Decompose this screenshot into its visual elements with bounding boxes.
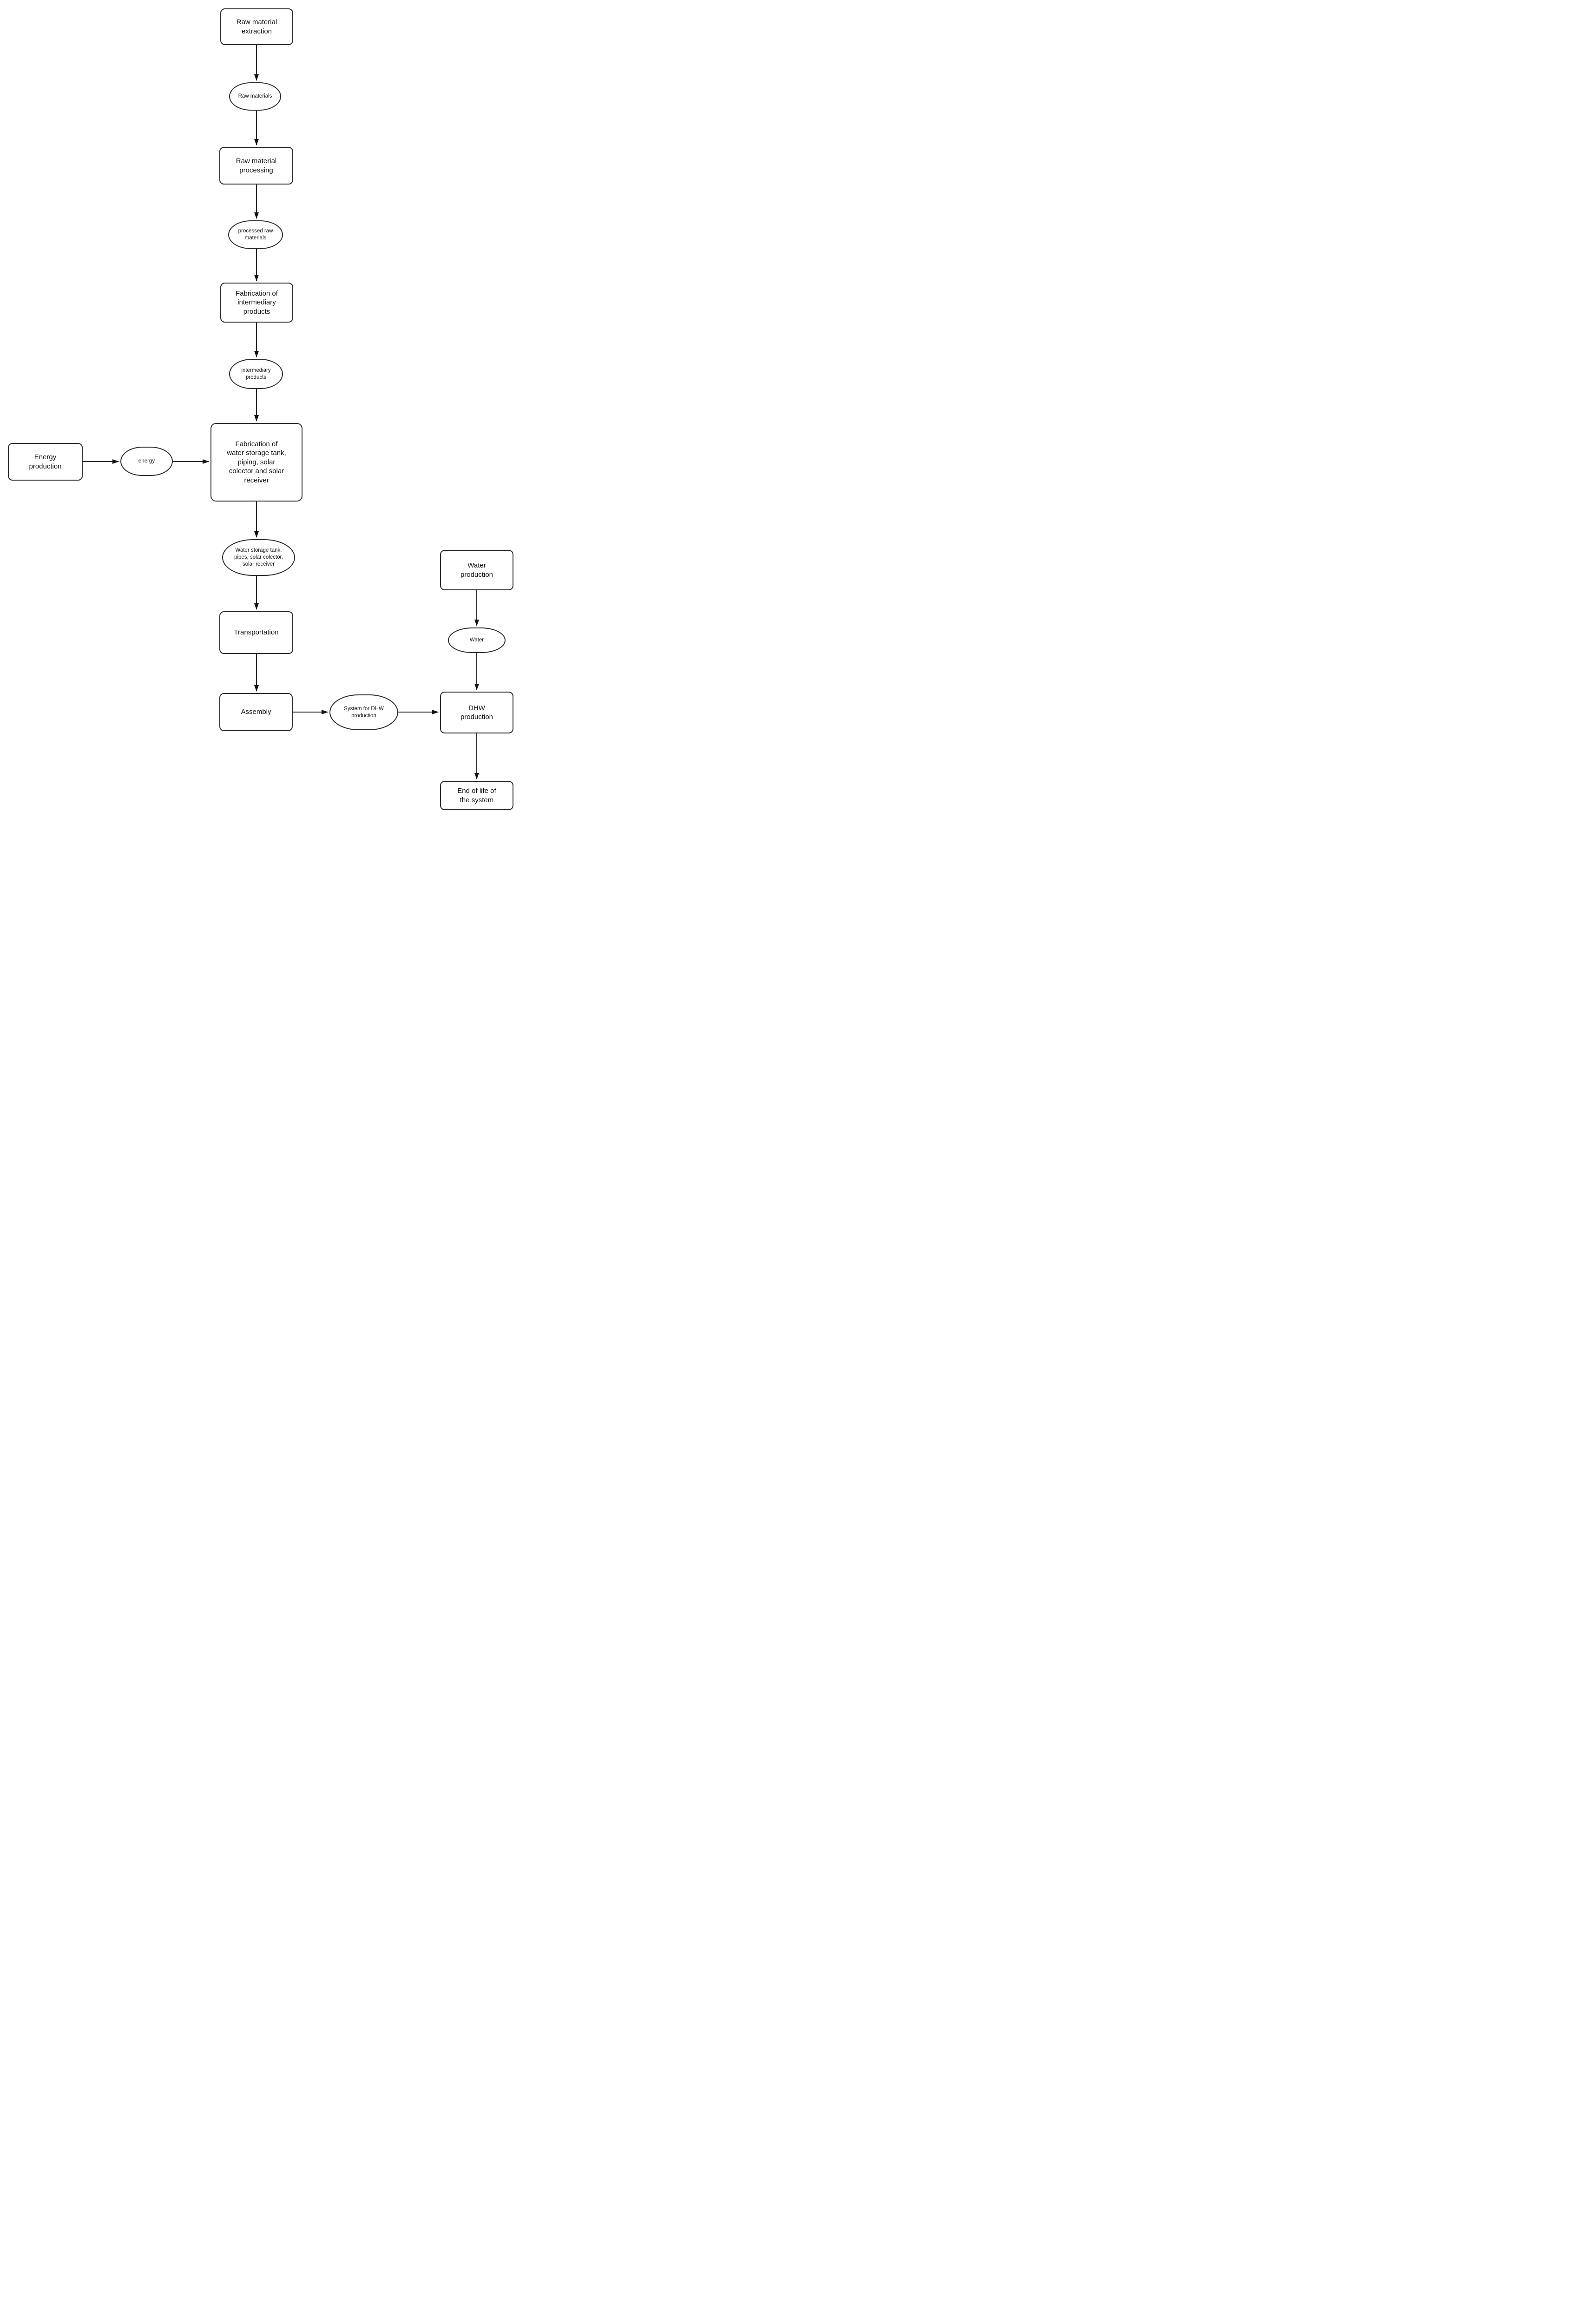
node-label: Fabrication of water storage tank, pipin… — [227, 440, 286, 484]
node-energy-production: Energy production — [8, 443, 83, 481]
node-label: Water production — [460, 561, 493, 579]
node-label: Raw materials — [238, 93, 272, 99]
node-water-production: Water production — [440, 550, 513, 590]
node-end-of-life: End of life of the system — [440, 781, 513, 810]
node-label: Raw material processing — [236, 157, 277, 174]
node-label: End of life of the system — [457, 787, 496, 804]
node-fabrication-of-components: Fabrication of water storage tank, pipin… — [210, 423, 302, 502]
node-raw-materials: Raw materials — [229, 82, 281, 111]
node-system-for-dhw-production: System for DHW production — [329, 694, 398, 730]
node-intermediary-products: intermediary products — [229, 359, 283, 389]
node-label: Fabrication of intermediary products — [236, 289, 278, 316]
node-raw-material-processing: Raw material processing — [219, 147, 293, 185]
node-label: System for DHW production — [344, 706, 384, 719]
node-label: DHW production — [460, 704, 493, 721]
node-dhw-production: DHW production — [440, 692, 513, 733]
node-label: Transportation — [234, 628, 279, 637]
flowchart-canvas: Raw material extraction Raw materials Ra… — [0, 0, 526, 826]
node-water-storage-tank-parts: Water storage tank, pipes, solar colecto… — [222, 539, 295, 576]
node-raw-material-extraction: Raw material extraction — [220, 8, 293, 45]
node-energy: energy — [120, 447, 173, 476]
node-assembly: Assembly — [219, 693, 293, 731]
node-label: Water — [469, 637, 484, 643]
node-label: energy — [138, 458, 155, 464]
node-label: intermediary products — [241, 367, 271, 380]
node-fabrication-intermediary-products: Fabrication of intermediary products — [220, 283, 293, 323]
node-label: Raw material extraction — [236, 18, 277, 35]
node-label: Energy production — [29, 453, 62, 470]
node-transportation: Transportation — [219, 611, 293, 654]
node-label: processed raw materials — [238, 228, 273, 241]
node-processed-raw-materials: processed raw materials — [228, 220, 283, 249]
node-label: Assembly — [241, 708, 271, 716]
node-water: Water — [448, 627, 506, 653]
node-label: Water storage tank, pipes, solar colecto… — [234, 548, 283, 567]
